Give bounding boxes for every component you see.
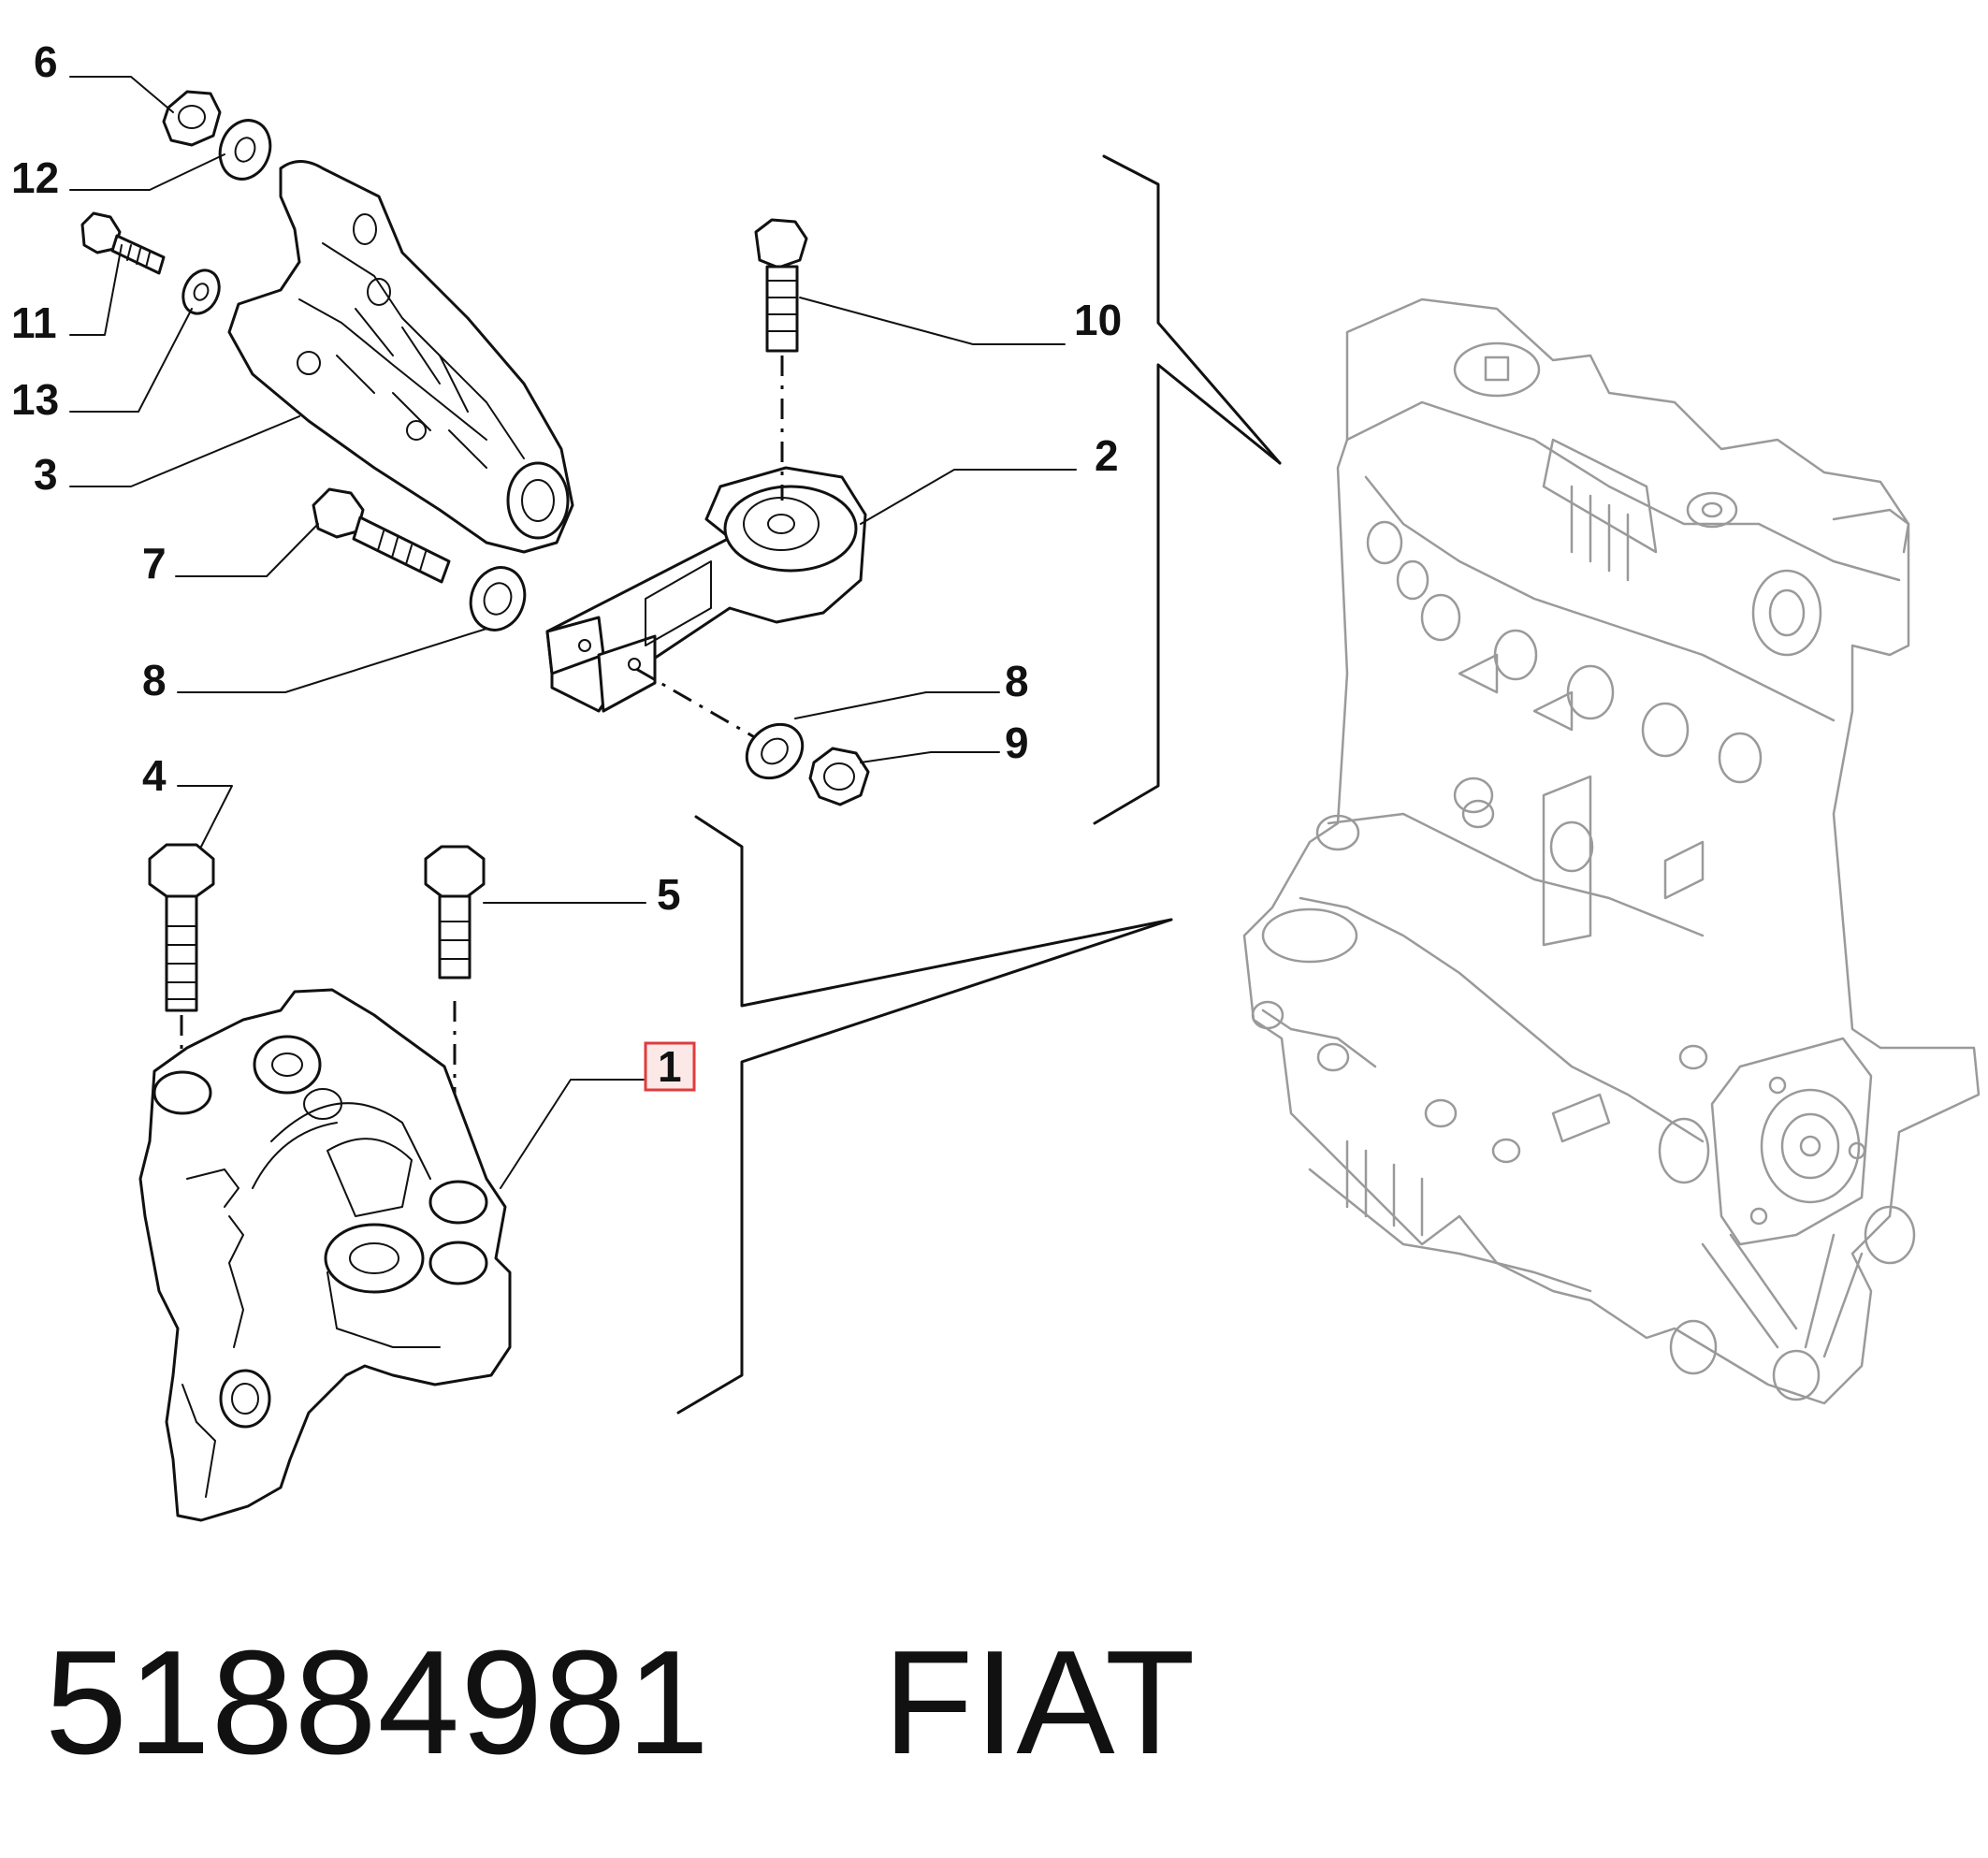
washer-part-12 <box>218 119 272 181</box>
callout-5: 5 <box>657 870 681 919</box>
engine-mount-part-1 <box>138 988 512 1522</box>
callout-10: 10 <box>1074 296 1122 344</box>
engine-block <box>1242 298 1981 1405</box>
callout-1-highlight-box <box>644 1041 696 1092</box>
callout-labels: 6 12 11 13 3 7 8 10 2 8 9 4 5 1 <box>11 37 1122 1092</box>
part-number: 51884981 <box>45 1620 710 1785</box>
callout-2: 2 <box>1095 431 1119 480</box>
group-bracket-1 <box>676 815 1173 1415</box>
part-caption: 51884981 FIAT <box>45 1618 1196 1788</box>
group-bracket-10 <box>1093 154 1282 825</box>
callout-11: 11 <box>11 298 57 347</box>
callout-7: 7 <box>142 539 167 588</box>
callout-8-left: 8 <box>142 656 167 704</box>
brand-name: FIAT <box>882 1620 1197 1785</box>
callout-3: 3 <box>34 450 58 499</box>
leader-lines <box>69 76 1077 1189</box>
bolt-part-4 <box>148 843 215 1012</box>
axis-line-nut-9 <box>635 667 759 741</box>
upper-bracket-part <box>227 160 574 554</box>
bolt-part-11 <box>80 211 166 275</box>
callout-4: 4 <box>142 751 167 800</box>
washer-part-8-right <box>745 722 805 780</box>
washer-part-8-left <box>469 566 527 631</box>
callout-9: 9 <box>1005 719 1029 767</box>
torque-rod-part-2 <box>545 466 867 713</box>
bolt-part-7 <box>312 487 451 584</box>
callout-1: 1 <box>658 1042 682 1091</box>
bolt-part-10 <box>754 218 808 353</box>
nut-part-9 <box>808 747 870 806</box>
callout-13: 13 <box>11 375 59 424</box>
callout-12: 12 <box>11 153 59 202</box>
callout-6: 6 <box>34 37 58 86</box>
callout-8-right: 8 <box>1005 657 1029 705</box>
bolt-part-5 <box>424 845 486 980</box>
washer-part-13 <box>181 269 221 315</box>
nut-part-6 <box>162 90 222 147</box>
